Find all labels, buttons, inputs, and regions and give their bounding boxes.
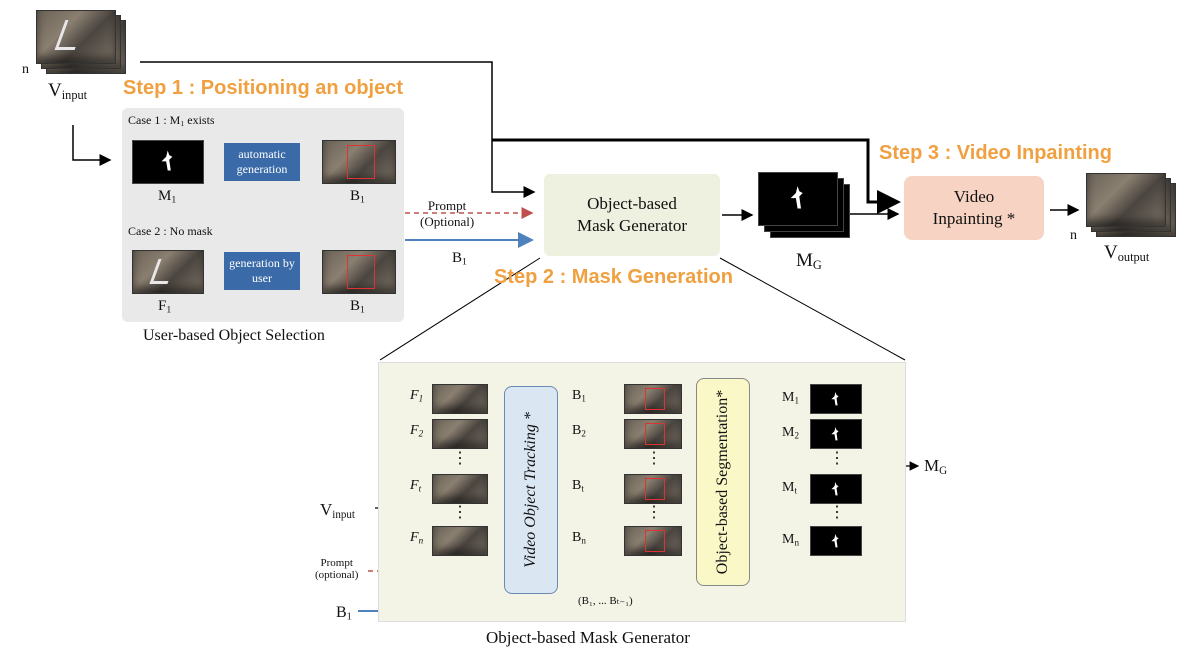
step1-title: Step 1 : Positioning an object bbox=[123, 77, 404, 99]
frame-thumb-2 bbox=[432, 419, 488, 449]
mask-ellipsis: ⋮ bbox=[829, 450, 845, 467]
prompt-label: Prompt(Optional) bbox=[420, 198, 475, 229]
box-label-n: Bn bbox=[572, 530, 586, 546]
box-thumb-1 bbox=[624, 384, 682, 414]
input-label: Vinput bbox=[48, 80, 88, 103]
box-ellipsis: ⋮ bbox=[646, 450, 662, 467]
frame-ellipsis: ⋮ bbox=[452, 450, 468, 467]
output-video-frame bbox=[1086, 173, 1166, 227]
video-object-tracking-box: Video Object Tracking * bbox=[504, 386, 558, 594]
step2-title: Step 2 : Mask Generation bbox=[494, 266, 733, 288]
frame-label-n: Fn bbox=[410, 530, 424, 546]
box-thumb-t bbox=[624, 474, 682, 504]
history-label: (B₁, ... Bₜ₋₁) bbox=[578, 595, 633, 607]
mask-thumb-1 bbox=[810, 384, 862, 414]
f1-frame bbox=[132, 250, 204, 294]
box-label-t: Bt bbox=[572, 478, 584, 494]
frame-thumb-n bbox=[432, 526, 488, 556]
box-ellipsis-2: ⋮ bbox=[646, 504, 662, 521]
case1-b1-frame bbox=[322, 140, 396, 184]
box-label-1: B1 bbox=[572, 388, 586, 404]
step3-title: Step 3 : Video Inpainting bbox=[879, 142, 1112, 164]
box-thumb-n bbox=[624, 526, 682, 556]
box-thumb-2 bbox=[624, 419, 682, 449]
frame-label-1: F1 bbox=[410, 388, 424, 404]
mask-label-t: Mt bbox=[782, 480, 797, 496]
input-video-frame bbox=[36, 10, 116, 64]
mask-thumb-2 bbox=[810, 419, 862, 449]
object-based-segmentation-box: Object-based Segmentation* bbox=[696, 378, 750, 586]
detail-title: Object-based Mask Generator bbox=[486, 628, 690, 647]
mask-ellipsis-2: ⋮ bbox=[829, 504, 845, 521]
output-label: Voutput bbox=[1104, 242, 1150, 265]
mask-thumb-n bbox=[810, 526, 862, 556]
input-stack-count: n bbox=[22, 62, 29, 77]
m1-mask-image bbox=[132, 140, 204, 184]
mask-thumb-t bbox=[810, 474, 862, 504]
mg-label: MG bbox=[796, 250, 822, 273]
detail-prompt-label: Prompt(optional) bbox=[315, 557, 359, 581]
detail-vinput-label: Vinput bbox=[320, 500, 355, 521]
frame-ellipsis-2: ⋮ bbox=[452, 504, 468, 521]
box-label-2: B2 bbox=[572, 423, 586, 439]
b1-arrow-label: B1 bbox=[452, 250, 467, 268]
automatic-generation-box: automatic generation bbox=[224, 143, 300, 181]
case2-b1-label: B1 bbox=[350, 298, 365, 316]
frame-thumb-1 bbox=[432, 384, 488, 414]
detail-mg-label: MG bbox=[924, 456, 948, 477]
frame-label-t: Ft bbox=[410, 478, 422, 494]
case2-b1-frame bbox=[322, 250, 396, 294]
frame-label-2: F2 bbox=[410, 423, 424, 439]
f1-label: F1 bbox=[158, 298, 172, 316]
mask-label-n: Mn bbox=[782, 532, 799, 548]
selection-panel-title: User-based Object Selection bbox=[143, 327, 325, 344]
case1-label: Case 1 : M1 exists bbox=[128, 113, 215, 128]
mg-mask-image bbox=[758, 172, 838, 226]
generation-by-user-box: generation by user bbox=[224, 252, 300, 290]
detail-b1-label: B1 bbox=[336, 604, 352, 623]
case2-label: Case 2 : No mask bbox=[128, 224, 213, 238]
case1-b1-label: B1 bbox=[350, 188, 365, 206]
output-stack-count: n bbox=[1070, 228, 1077, 243]
frame-thumb-t bbox=[432, 474, 488, 504]
m1-label: M1 bbox=[158, 188, 177, 206]
mask-label-2: M2 bbox=[782, 425, 799, 441]
mask-label-1: M1 bbox=[782, 390, 799, 406]
